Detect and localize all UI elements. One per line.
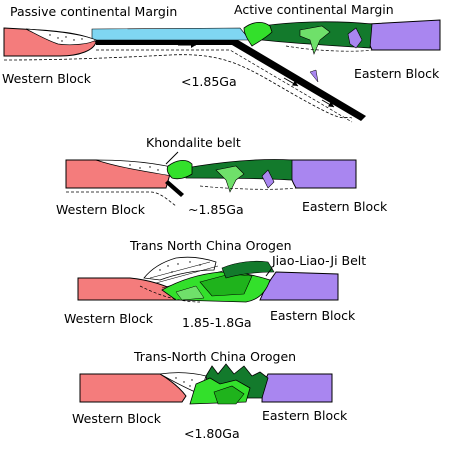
stage2-magma-plume — [215, 165, 245, 193]
stage1-sediment-dots — [49, 34, 83, 42]
stage4-title: Trans-North China Orogen — [133, 349, 296, 364]
stage1-passive-margin-sediment — [25, 28, 97, 46]
stage3-eastern-block — [259, 271, 339, 301]
stage1-arc-moho-dashed — [285, 45, 373, 52]
stage-1-subduction: Passive continental Margin Active contin… — [2, 2, 441, 123]
stage1-title-passive: Passive continental Margin — [10, 4, 177, 19]
stage1-arrow-2-head — [292, 80, 298, 86]
stage2-eastern-block — [288, 159, 357, 189]
stage3-dashed-base — [139, 285, 201, 303]
stage3-belt-pointer — [265, 267, 273, 277]
stage4-age-label: <1.80Ga — [184, 426, 240, 441]
stage4-eastern-block — [261, 373, 333, 403]
stage1-eastern-label: Eastern Block — [354, 66, 440, 81]
stage3-belt-label: Jiao-Liao-Ji Belt — [271, 253, 366, 268]
stage2-arc-moho-dashed — [199, 185, 297, 190]
stage1-arrow-1-head — [191, 42, 196, 48]
stage2-moho-dashed — [66, 191, 177, 207]
stage1-slab-melt — [309, 69, 319, 83]
stage2-khondalite-pointer — [165, 151, 179, 165]
stage3-eastern-label: Eastern Block — [270, 308, 356, 323]
stage3-orogen-slice-pale — [175, 285, 205, 301]
stage2-slab — [165, 180, 184, 197]
stage2-eastern-label: Eastern Block — [302, 199, 388, 214]
stage2-eastern-intrusion — [261, 169, 275, 189]
stage1-age-label: <1.85Ga — [181, 74, 237, 89]
stage1-moho-dashed — [3, 54, 353, 119]
stage1-magma-plume — [299, 25, 331, 55]
stage2-western-label: Western Block — [56, 202, 146, 217]
stage-2-collision-onset: Khondalite belt Western Block Eastern Bl… — [56, 135, 388, 217]
stage4-eastern-label: Eastern Block — [262, 408, 348, 423]
stage1-eastern-intrusion — [347, 27, 363, 49]
stage-4-post-collision: Trans-North China Orogen Western Block E… — [72, 349, 348, 441]
stage3-title: Trans North China Orogen — [129, 238, 292, 253]
stage1-title-active: Active continental Margin — [234, 2, 394, 17]
stage3-western-label: Western Block — [64, 311, 154, 326]
stage2-age-label: ~1.85Ga — [188, 202, 244, 217]
stage4-orogen-slice-mid — [213, 385, 245, 405]
stage1-arrow-3-head — [328, 101, 334, 107]
stage1-volcanic-arc — [243, 22, 273, 47]
stage1-ocean — [91, 27, 251, 41]
stage3-age-label: 1.85-1.8Ga — [182, 315, 252, 330]
stage3-sediment-stack — [143, 256, 217, 281]
stage1-western-label: Western Block — [2, 71, 92, 86]
stage2-volcanic-arc — [166, 160, 193, 180]
stage2-title: Khondalite belt — [146, 135, 241, 150]
stage1-eastern-block — [366, 19, 441, 51]
stage3-orogen-slice-dark — [221, 260, 275, 279]
stage2-sediment-dots — [129, 164, 159, 171]
stage-3-orogeny: Trans North China Orogen Jiao-Liao-Ji Be… — [64, 238, 366, 330]
stage4-western-label: Western Block — [72, 411, 162, 426]
